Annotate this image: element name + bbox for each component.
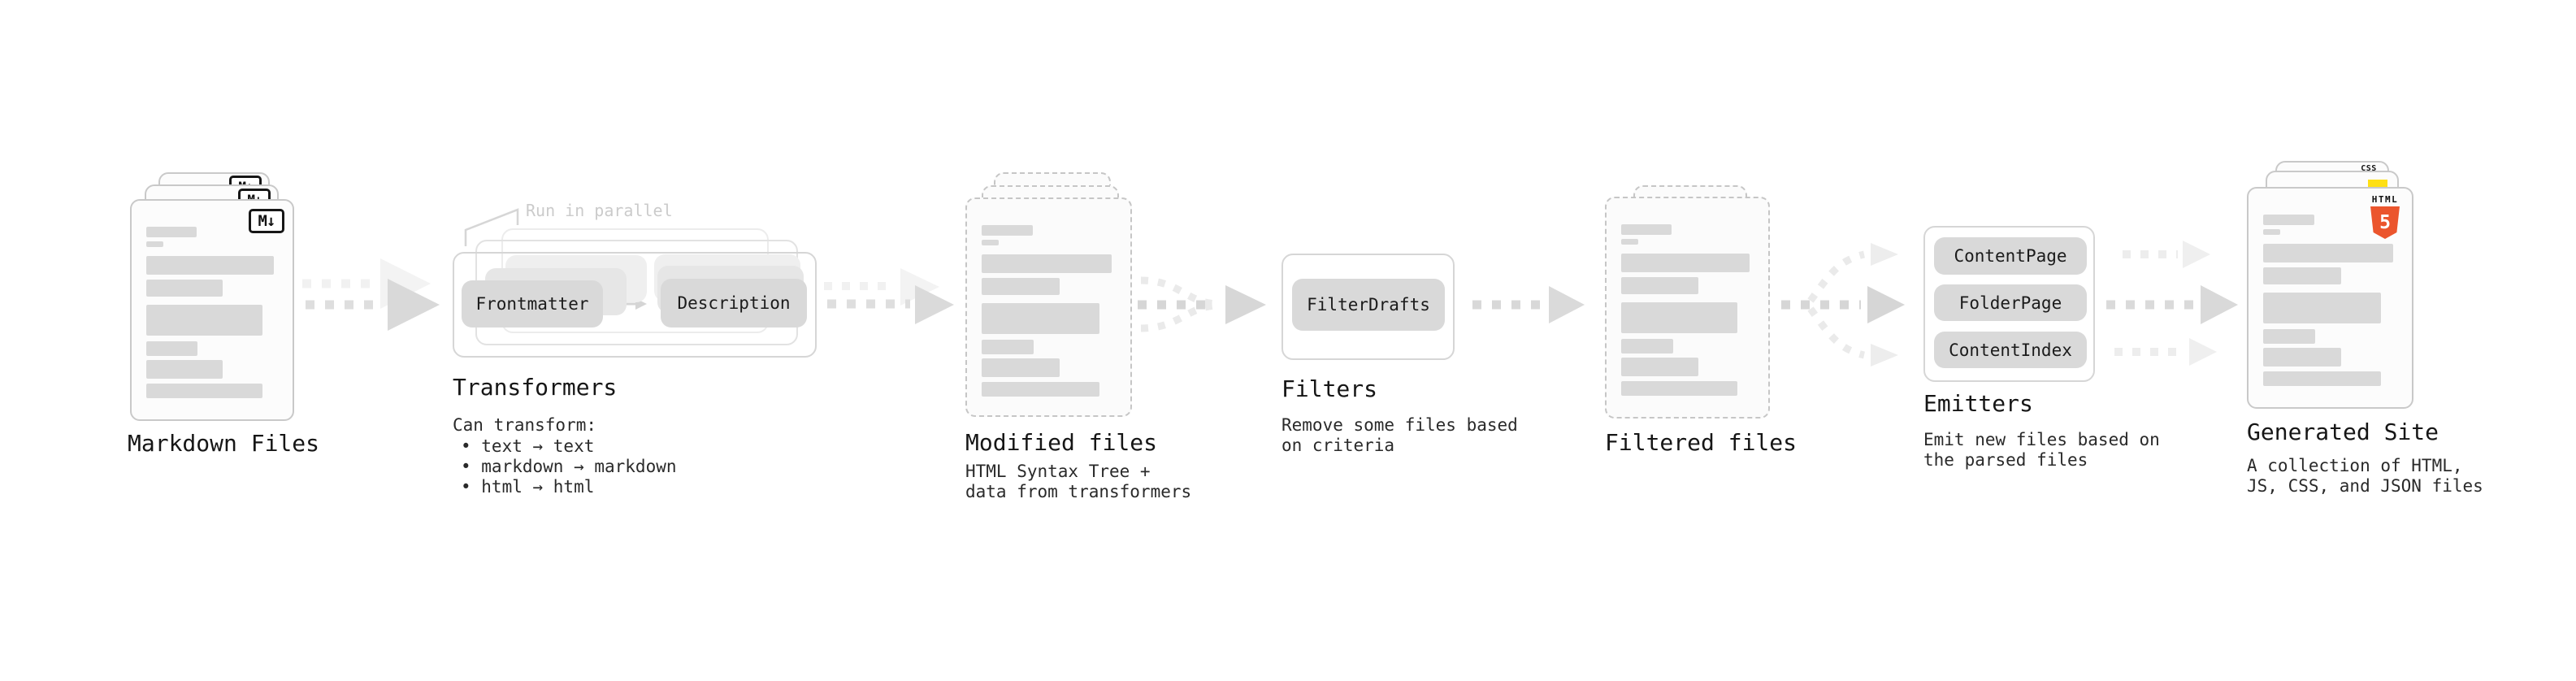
arrow-emitters-to-site-middle (2106, 285, 2238, 324)
arrow-emitters-to-site-bottom (2114, 338, 2217, 366)
arrow-modified-to-filters-merge (1138, 276, 1266, 332)
arrow-transformers-to-modified (824, 268, 954, 324)
arrow-markdown-to-transformers (302, 258, 440, 331)
arrow-emitters-to-site-top (2123, 241, 2210, 268)
transformer-step-arrows (611, 275, 647, 310)
run-in-parallel-bracket (464, 208, 519, 246)
arrow-filtered-to-emitters-split (1781, 243, 1905, 367)
arrow-filters-to-filtered (1472, 286, 1585, 323)
